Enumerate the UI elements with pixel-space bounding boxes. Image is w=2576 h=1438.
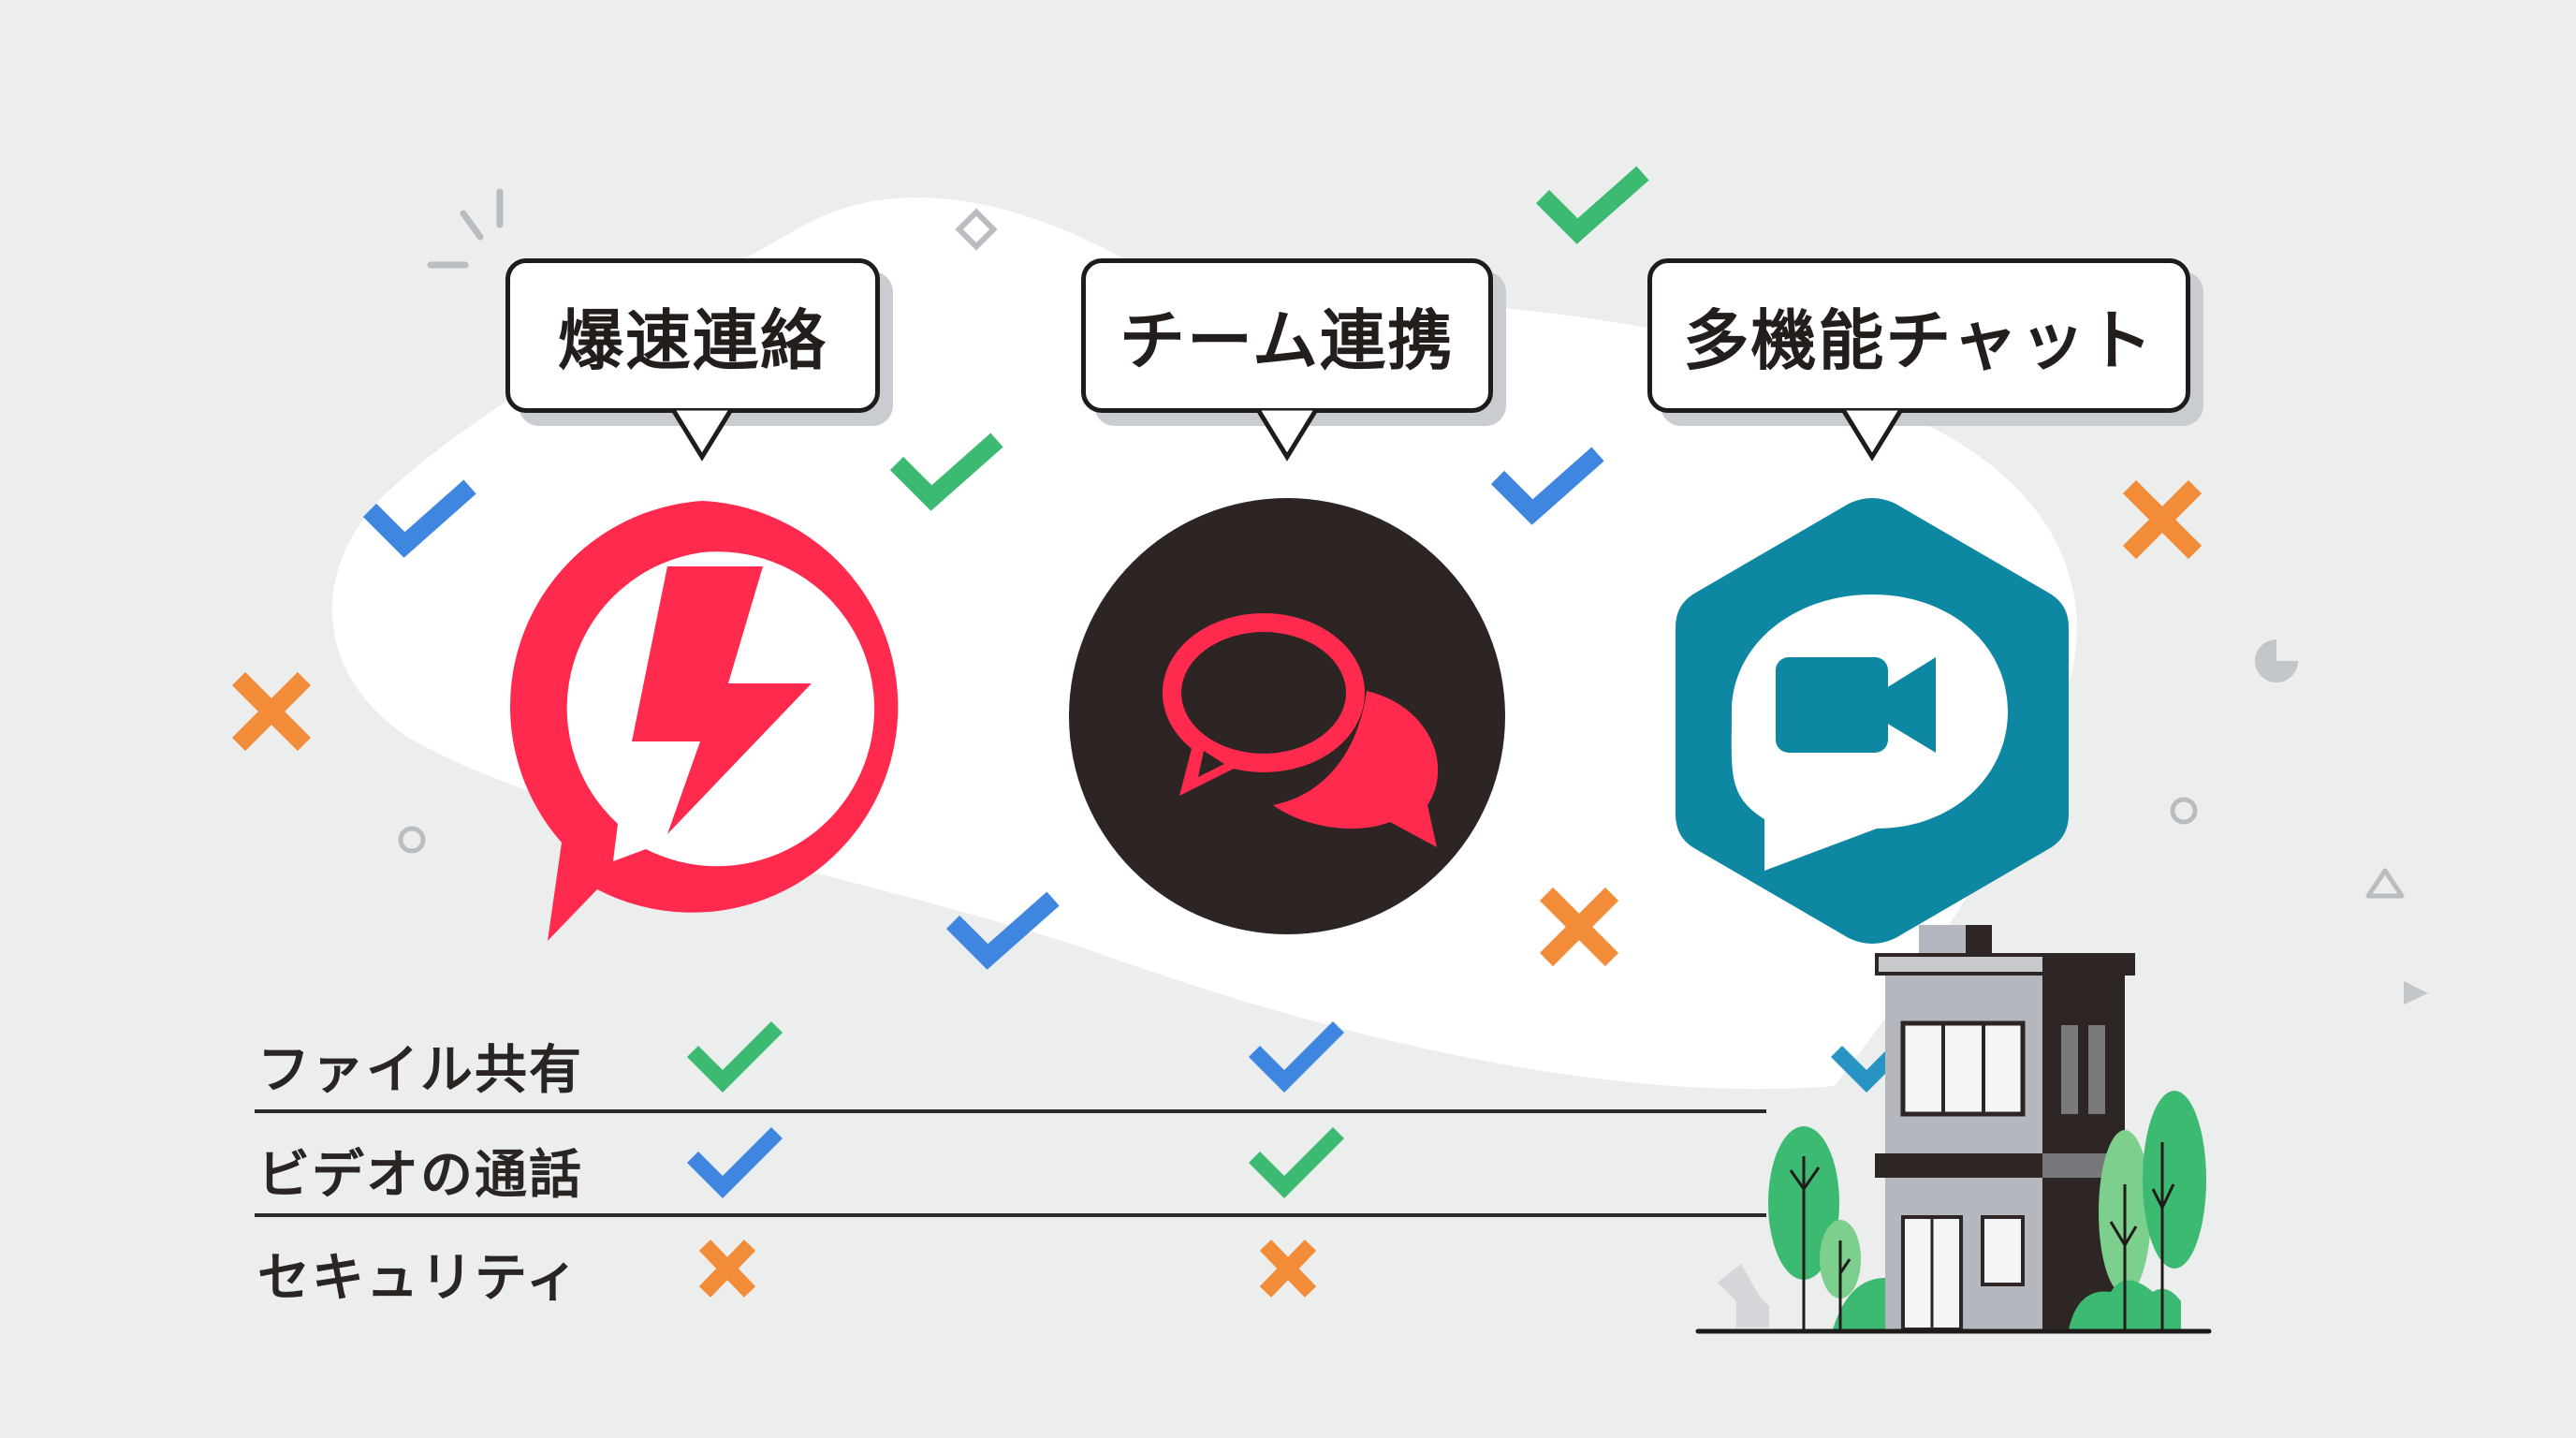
pie-shape-icon: [2255, 639, 2298, 682]
app-name: チーム連携: [1120, 302, 1455, 379]
play-triangle-icon: [2404, 981, 2428, 1005]
check-icon: [362, 479, 476, 558]
circle-outline-icon: [398, 826, 426, 854]
sparkle-lines-icon: [427, 188, 504, 269]
check-icon: [945, 891, 1060, 970]
check-icon: [889, 433, 1003, 511]
circle-outline-icon: [2170, 797, 2198, 825]
check-icon: [1535, 166, 1649, 244]
check-icon: [1248, 1020, 1345, 1093]
cross-icon: [2122, 479, 2203, 560]
diamond-outline-icon: [955, 208, 998, 251]
table-divider: [255, 1109, 1766, 1113]
row-label-security: セキュリティ: [257, 1248, 580, 1309]
video-camera-chat-icon[interactable]: [1671, 496, 2073, 946]
cross-icon: [698, 1240, 756, 1298]
cross-icon: [1539, 887, 1619, 967]
double-chat-bubbles-icon[interactable]: [1067, 496, 1507, 936]
triangle-outline-icon: [2365, 868, 2405, 899]
app-name: 爆速連絡: [558, 302, 827, 379]
office-building-illustration: [1695, 925, 2212, 1334]
arrow-shape-icon: [1718, 1264, 1769, 1328]
app-label-bubble-team: チーム連携: [1081, 258, 1493, 413]
app-name: 多機能チャット: [1683, 302, 2155, 379]
table-divider: [255, 1213, 1766, 1217]
row-label-video-call: ビデオの通話: [257, 1145, 583, 1206]
cross-icon: [1259, 1240, 1317, 1298]
row-label-file-share: ファイル共有: [257, 1040, 583, 1101]
check-icon: [1490, 447, 1604, 525]
app-label-bubble-multi: 多機能チャット: [1647, 258, 2190, 413]
check-icon: [686, 1020, 783, 1093]
app-label-bubble-bakusoku: 爆速連絡: [505, 258, 880, 413]
check-icon: [1248, 1126, 1345, 1199]
check-icon: [686, 1126, 783, 1199]
lightning-chat-icon[interactable]: [487, 492, 917, 950]
cross-icon: [231, 671, 312, 752]
